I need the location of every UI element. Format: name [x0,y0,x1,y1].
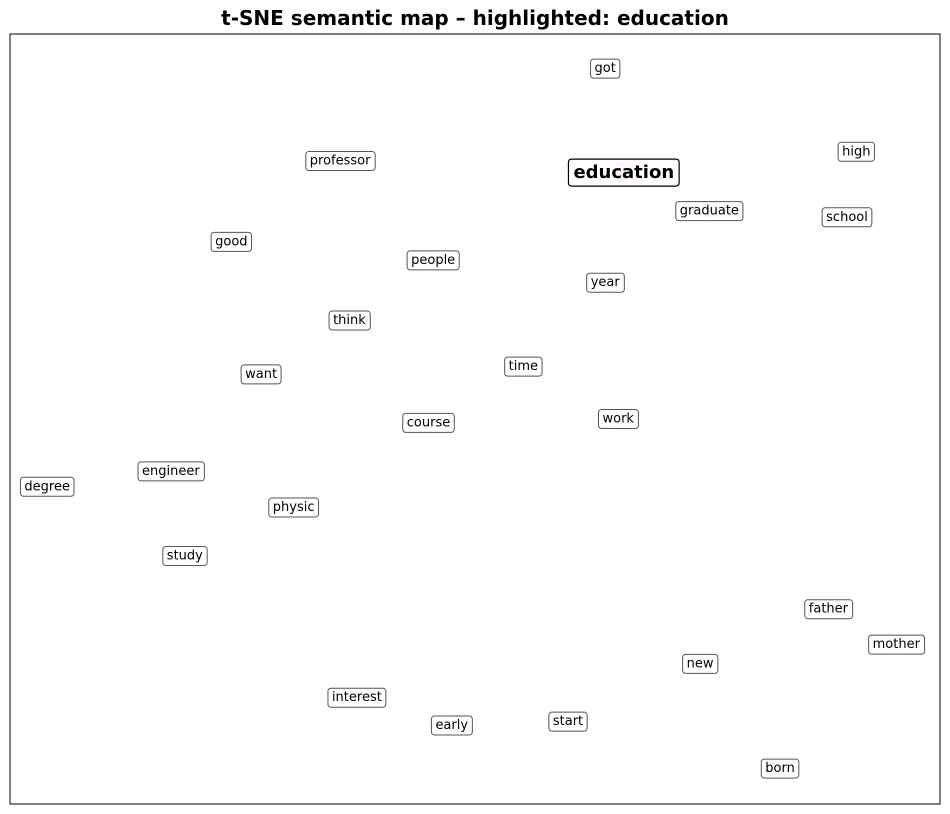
point-label: course [407,415,450,430]
point-label: school [826,210,868,225]
point-label: think [333,313,366,328]
data-point: physic [268,497,320,518]
label-box [675,201,744,222]
label-box [548,711,588,732]
label-box [328,310,371,331]
label-box [837,141,875,162]
data-point: time [504,356,543,377]
point-label: work [602,412,634,427]
point-label: start [553,714,583,729]
point-label: father [809,602,849,617]
point-label: interest [332,690,382,705]
label-box [305,151,376,172]
label-box [402,412,455,433]
label-box [760,758,800,779]
label-box [162,546,208,567]
point-label: professor [310,154,371,169]
data-point: course [402,412,455,433]
label-box [567,158,680,187]
label-box [586,272,625,293]
point-label: year [591,275,621,290]
data-point: school [821,207,873,228]
point-label: physic [273,500,315,515]
data-point: professor [305,151,376,172]
label-box [19,476,75,497]
label-box [430,715,473,736]
data-point: early [430,715,473,736]
data-point: born [760,758,800,779]
point-label: people [411,253,455,268]
data-point: think [328,310,371,331]
data-point: work [597,409,639,429]
label-box [406,250,460,271]
label-box [804,599,854,620]
data-point: got [590,58,621,79]
label-box [137,461,205,482]
point-label: graduate [680,204,739,219]
label-box [597,409,639,429]
label-box [868,634,926,655]
data-point: good [210,231,253,252]
data-point: year [586,272,625,293]
label-box [240,364,282,385]
data-point: want [240,364,282,385]
label-box [504,356,543,377]
data-point: interest [327,687,387,708]
data-point: start [548,711,588,732]
data-point: graduate [675,201,744,222]
label-box [682,653,719,674]
data-point: mother [868,634,926,655]
point-label: got [595,61,616,76]
label-box [821,207,873,228]
label-box [327,687,387,708]
point-label: time [509,359,538,374]
point-label: new [687,656,714,671]
data-point: study [162,546,208,567]
label-box [590,58,621,79]
data-point: engineer [137,461,205,482]
point-label: want [245,367,277,382]
data-point: high [837,141,875,162]
point-label: born [765,761,795,776]
label-box [210,231,253,252]
point-label: education [573,162,674,183]
point-label: degree [24,479,70,494]
point-label: early [435,718,468,733]
data-point: father [804,599,854,620]
point-label: mother [873,637,921,652]
point-label: high [842,144,870,159]
point-label: good [215,234,247,249]
chart-title: t-SNE semantic map – highlighted: educat… [221,6,729,30]
data-point: new [682,653,719,674]
data-point: degree [19,476,75,497]
label-box [268,497,320,518]
point-label: engineer [142,464,200,479]
data-point: people [406,250,460,271]
highlighted-point: education [567,158,680,187]
plot-frame [9,33,941,805]
points-layer: got professor high education graduate school g… [19,58,926,779]
point-label: study [167,549,203,564]
